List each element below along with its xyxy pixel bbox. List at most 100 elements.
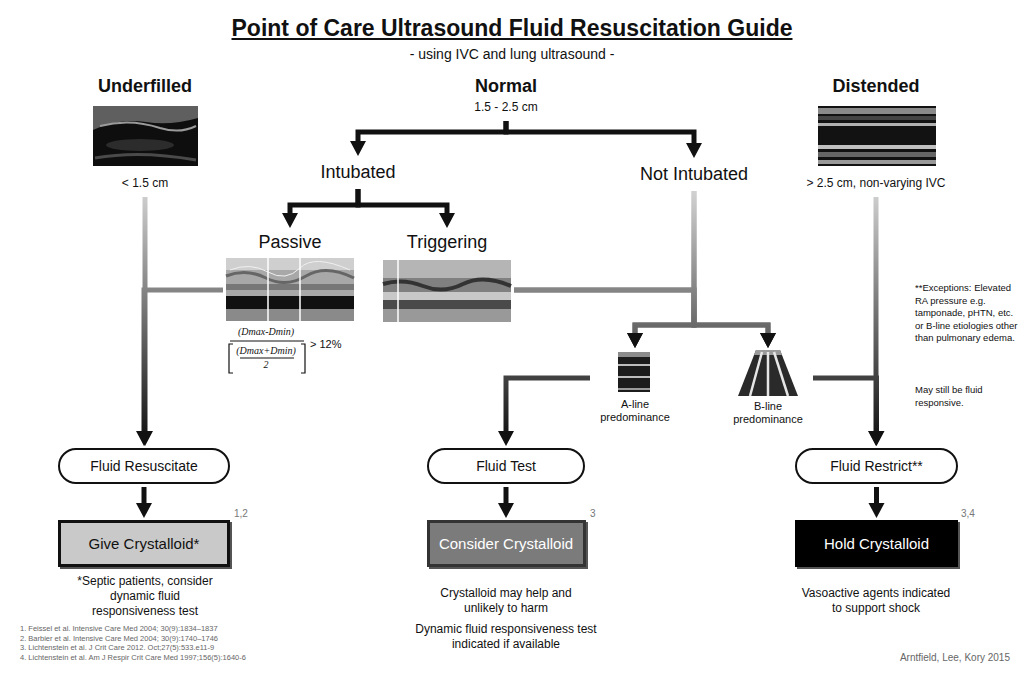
action-box: Hold Crystalloid bbox=[795, 520, 958, 567]
tissue-band bbox=[383, 260, 511, 278]
mode-heading: Triggering bbox=[383, 230, 511, 254]
category-heading: Normal bbox=[446, 74, 566, 98]
image-ground bbox=[93, 106, 198, 166]
decision-pill: Fluid Test bbox=[427, 448, 585, 484]
connector-line bbox=[506, 121, 694, 148]
measure-line bbox=[397, 260, 399, 322]
arrow-head bbox=[627, 333, 643, 348]
a-line bbox=[618, 364, 650, 366]
tissue-band bbox=[226, 284, 354, 290]
action-box: Consider Crystalloid bbox=[427, 520, 586, 567]
arrow-head bbox=[498, 431, 514, 446]
vessel-lumen bbox=[226, 296, 354, 309]
flow-connector bbox=[506, 121, 702, 158]
image-ground bbox=[383, 260, 511, 322]
branch-node: Not Intubated bbox=[619, 160, 769, 188]
measure-trace bbox=[230, 261, 350, 276]
b-line-image bbox=[738, 350, 798, 396]
category-heading: Distended bbox=[786, 74, 966, 98]
measure-line bbox=[299, 258, 301, 321]
image-ground bbox=[818, 106, 936, 166]
ivc-category: Normal 1.5 - 2.5 cm bbox=[446, 74, 566, 118]
flow-connector bbox=[498, 487, 514, 518]
arrow-head bbox=[498, 503, 514, 518]
reference-number: 3 bbox=[590, 508, 610, 520]
node-label: Fluid Resuscitate bbox=[90, 457, 197, 475]
ivc-category: Distended> 2.5 cm, non-varying IVC bbox=[786, 74, 966, 194]
ivc-underfilled-image bbox=[93, 106, 198, 166]
connector-line bbox=[514, 290, 768, 338]
pleural-band bbox=[618, 352, 650, 357]
tissue-band bbox=[818, 108, 936, 114]
arrow-head bbox=[136, 503, 152, 518]
threshold-value: > 12% bbox=[310, 338, 354, 351]
tissue-band bbox=[818, 160, 936, 164]
arrow-head bbox=[760, 333, 776, 348]
fraction-bar bbox=[240, 358, 294, 359]
decision-pill: Fluid Restrict** bbox=[795, 448, 958, 484]
probe-fan bbox=[738, 350, 798, 396]
ivc-distended-image bbox=[818, 106, 936, 166]
flow-connector bbox=[136, 290, 223, 446]
ventilation-mode: Passive(Dmax-Dmin)(Dmax+Dmin)2> 12% bbox=[226, 230, 354, 374]
flow-connector bbox=[514, 290, 694, 348]
vessel-lumen bbox=[383, 300, 511, 309]
vessel-wall bbox=[100, 122, 196, 130]
arrow-head bbox=[686, 143, 702, 158]
wall-trace bbox=[383, 279, 511, 289]
arrow-head bbox=[439, 213, 455, 228]
lung-pattern: B-line predominance bbox=[726, 350, 810, 430]
reference: 3. Lichtenstein et al. J Crit Care 2012.… bbox=[20, 643, 350, 653]
arrow-head bbox=[760, 333, 776, 348]
pattern-label: B-line predominance bbox=[726, 400, 810, 426]
connector-line bbox=[144, 290, 223, 436]
arrow-head bbox=[136, 431, 152, 446]
flow-connector bbox=[282, 189, 358, 228]
m-mode-triggering-image bbox=[383, 260, 511, 322]
arrow-head bbox=[869, 431, 885, 446]
arrow-head bbox=[868, 431, 884, 446]
tissue-band bbox=[818, 152, 936, 157]
node-label: Fluid Test bbox=[476, 457, 536, 475]
m-mode-passive-image bbox=[226, 258, 354, 321]
branch-label: Not Intubated bbox=[619, 162, 769, 186]
footnote: *Septic patients, consider dynamic fluid… bbox=[75, 574, 215, 619]
connector-line bbox=[635, 191, 694, 338]
tissue-band bbox=[383, 309, 511, 322]
branch-node: Intubated bbox=[298, 158, 418, 186]
action-box: Give Crystalloid* bbox=[58, 520, 230, 567]
connector-line bbox=[358, 121, 506, 146]
reference-number: 3,4 bbox=[961, 508, 991, 520]
ivc-diameter: 1.5 - 2.5 cm bbox=[446, 100, 566, 114]
formula-bracket bbox=[301, 344, 305, 373]
decision-pill: Fluid Resuscitate bbox=[58, 448, 230, 484]
arrow-head bbox=[627, 333, 643, 348]
diagram-title: Point of Care Ultrasound Fluid Resuscita… bbox=[0, 14, 1024, 42]
flow-connector bbox=[136, 487, 152, 518]
vessel-wall bbox=[95, 154, 196, 160]
vessel-wall bbox=[818, 123, 936, 126]
b-line bbox=[774, 352, 788, 396]
flow-connector bbox=[358, 189, 455, 228]
reference: 2. Barbier et al. Intensive Care Med 200… bbox=[20, 634, 350, 644]
mode-heading: Passive bbox=[226, 230, 354, 254]
tissue-band bbox=[226, 309, 354, 321]
image-ground bbox=[618, 352, 650, 392]
a-line bbox=[618, 376, 650, 378]
vessel-wall bbox=[818, 145, 936, 149]
ivc-diameter: < 1.5 cm bbox=[70, 176, 220, 190]
connector-line bbox=[358, 189, 447, 218]
reference: 4. Lichtenstein et al. Am J Respir Crit … bbox=[20, 653, 350, 663]
tissue-band bbox=[383, 292, 511, 300]
pattern-label: A-line predominance bbox=[593, 398, 677, 424]
vessel-lumen bbox=[106, 139, 174, 151]
arrow-head bbox=[869, 503, 885, 518]
subtitle: - using IVC and lung ultrasound - bbox=[262, 45, 762, 63]
b-line bbox=[767, 352, 770, 396]
flow-connector bbox=[350, 121, 506, 156]
fraction-bar bbox=[230, 341, 304, 342]
a-line-image bbox=[618, 352, 650, 392]
note: Dynamic fluid responsiveness test indica… bbox=[401, 622, 611, 652]
reference: 1. Feissel et al. Intensive Care Med 200… bbox=[20, 624, 350, 634]
note: Crystalloid may help and unlikely to har… bbox=[431, 586, 581, 616]
